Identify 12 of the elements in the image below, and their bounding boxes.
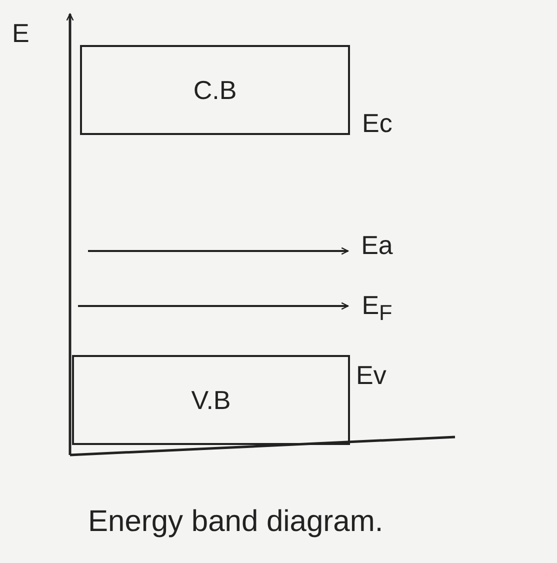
energy-level-label: Ev xyxy=(356,360,386,391)
arrow xyxy=(78,302,349,310)
conduction-band-box xyxy=(80,45,350,135)
energy-level-label: Ec xyxy=(362,108,392,139)
axis-label: E xyxy=(12,18,30,49)
band-label: V.B xyxy=(191,384,231,416)
valence-band-box xyxy=(72,355,350,445)
arrow xyxy=(88,247,349,255)
caption: Energy band diagram. xyxy=(88,505,384,539)
level-label: Ea xyxy=(361,230,393,260)
band-label: C.B xyxy=(193,74,237,106)
level-label: E$_{F}$ xyxy=(362,290,392,326)
